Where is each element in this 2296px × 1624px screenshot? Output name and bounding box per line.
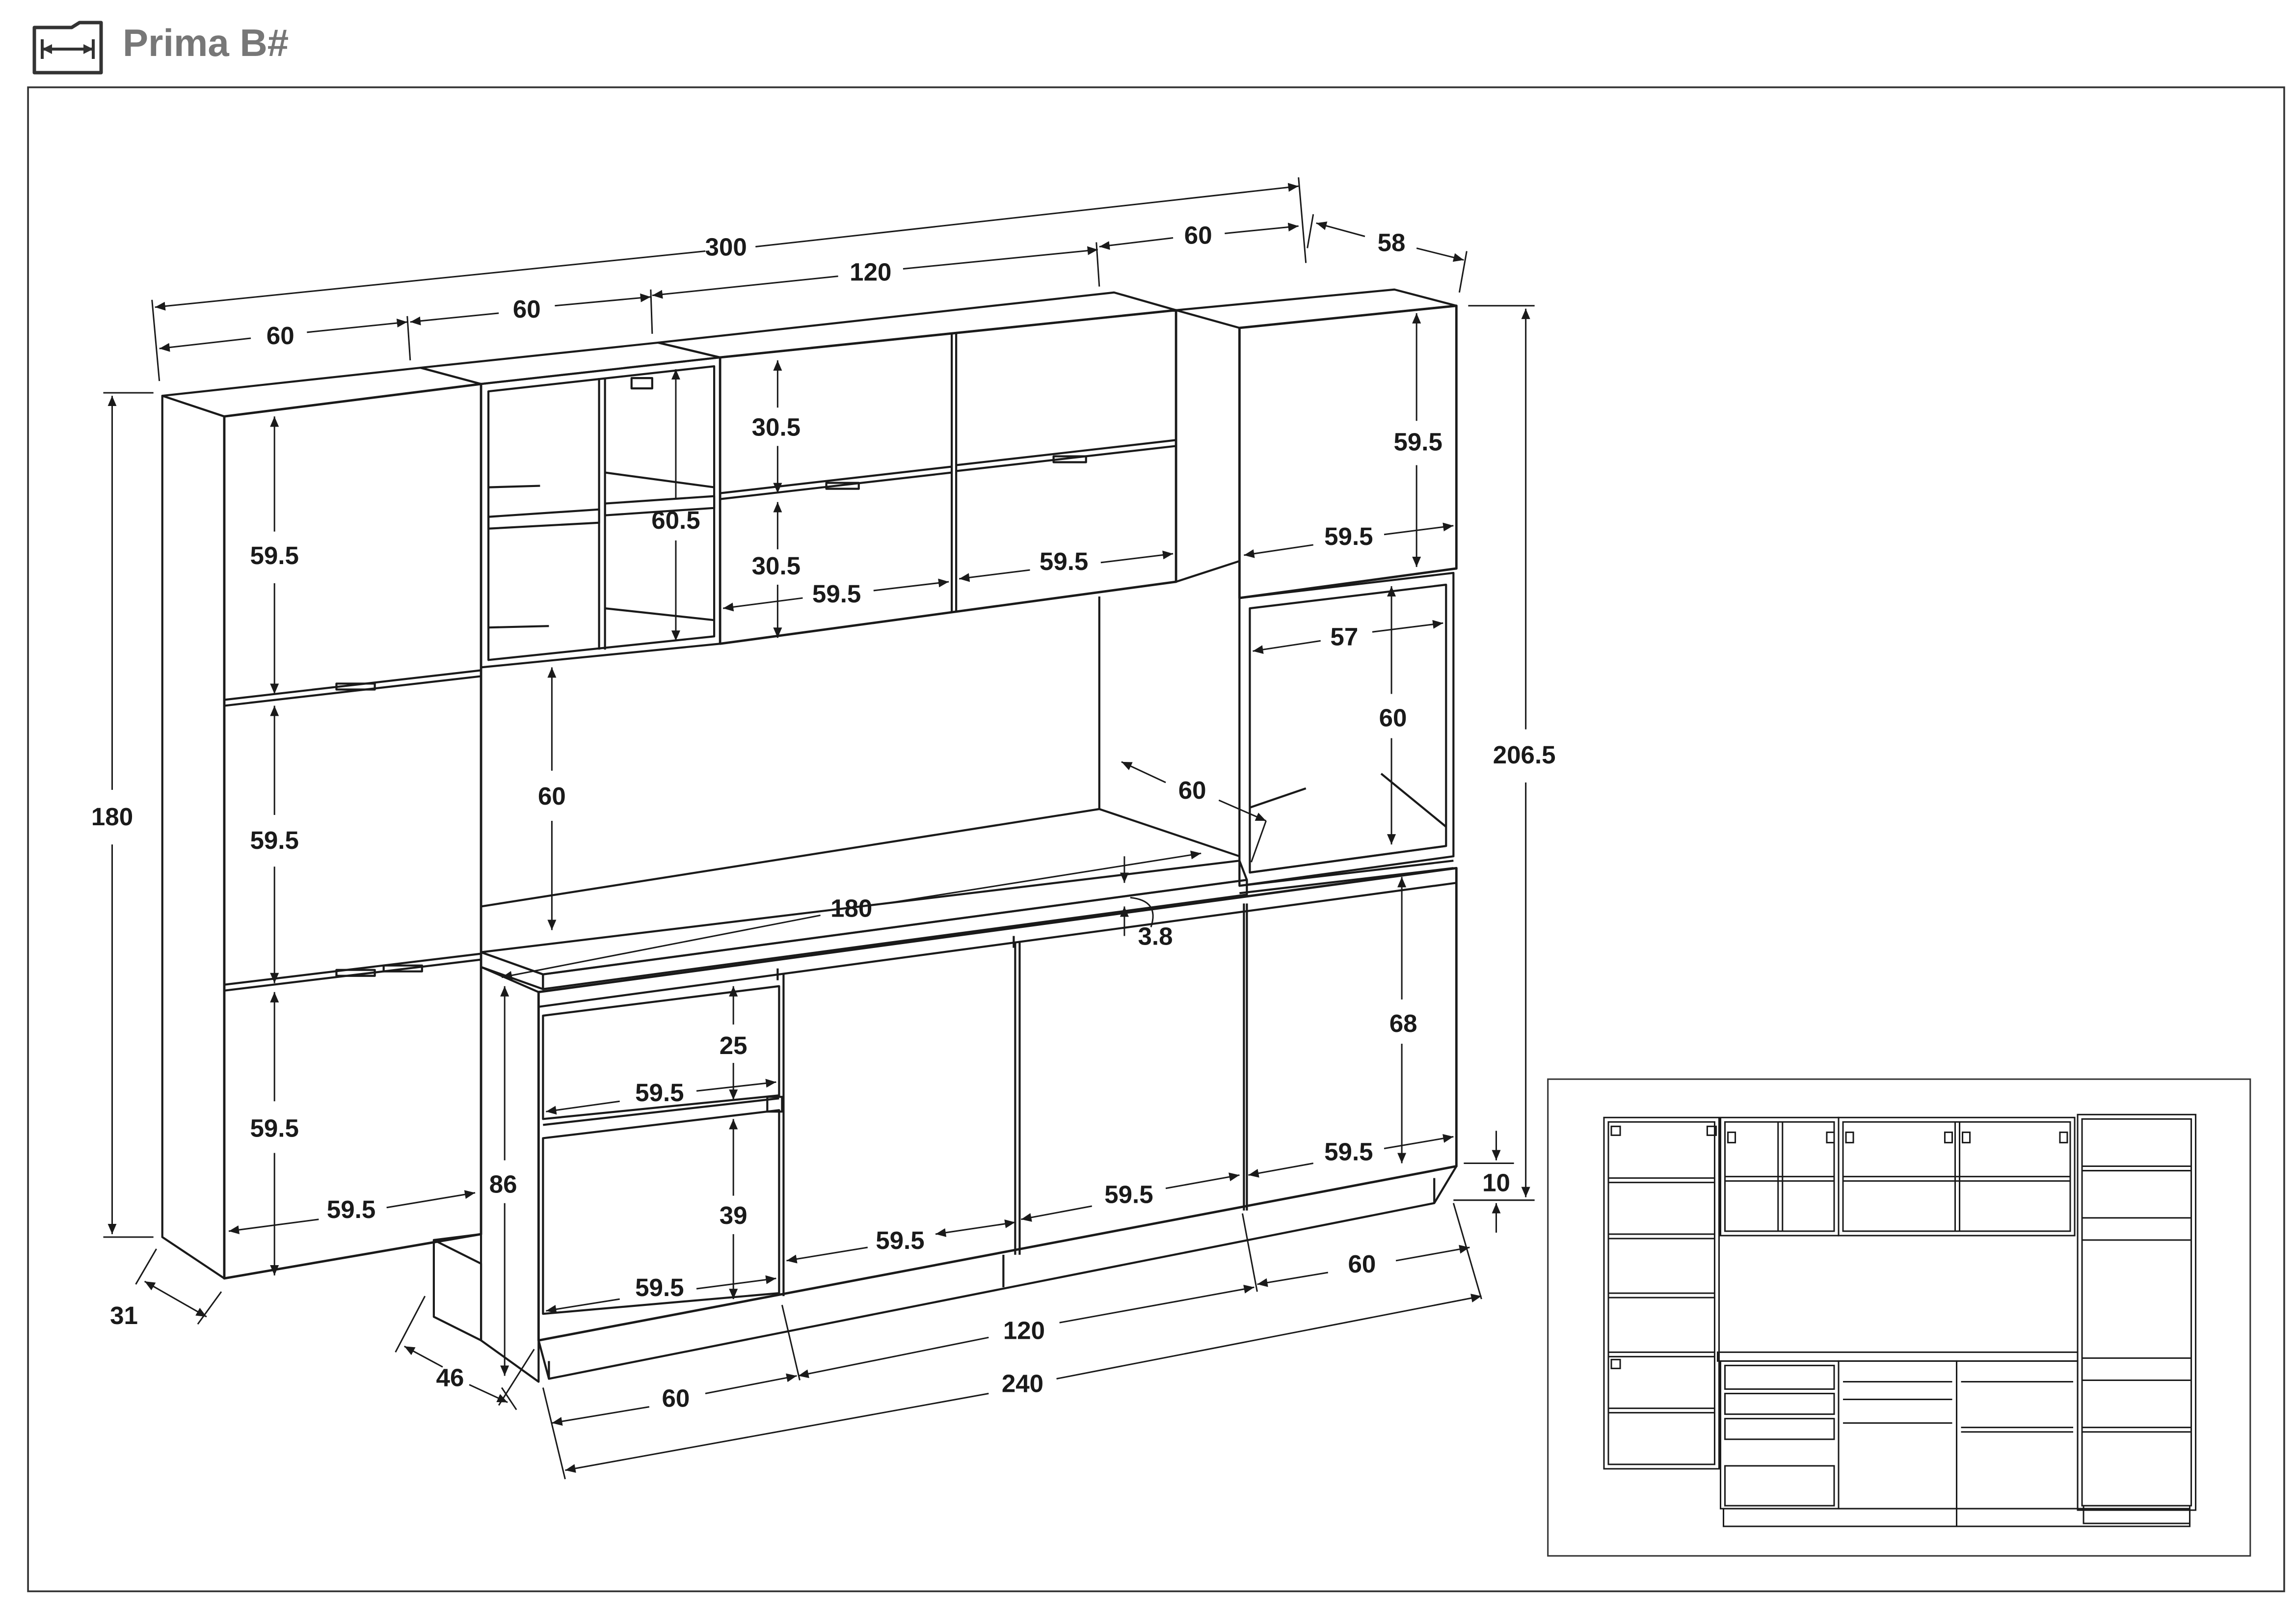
dim-flap-bottom-height: 30.5 <box>752 552 801 580</box>
dim-counter-depth: 60 <box>1178 776 1206 804</box>
dim-oven-width: 57 <box>1330 623 1358 650</box>
dim-tall-height: 180 <box>91 803 133 831</box>
front-elevation-thumbnail <box>1547 1078 2251 1557</box>
dim-total-height: 206.5 <box>1493 741 1556 769</box>
dim-flap-top-height: 30.5 <box>752 413 801 441</box>
dim-drawer-height: 25 <box>720 1031 748 1059</box>
dim-counter-length: 180 <box>830 894 872 922</box>
dim-tall-door-bot: 59.5 <box>250 1114 298 1142</box>
dim-bottom-240: 240 <box>1002 1370 1043 1398</box>
dimension-labels: 300 60 58 60 60 120 180 59.5 59.5 59.5 5… <box>91 221 1556 1412</box>
dim-top-60-right: 60 <box>1184 221 1212 249</box>
dim-top-60-mid: 60 <box>513 295 541 323</box>
dim-base-height: 86 <box>489 1170 517 1198</box>
dim-oven-top-door-width: 59.5 <box>1324 522 1373 550</box>
dim-top-120: 120 <box>850 258 891 286</box>
dim-top-60-left: 60 <box>267 322 294 350</box>
dim-depth-58: 58 <box>1378 229 1406 257</box>
page-title: Prima B# <box>123 21 289 64</box>
dim-base-door-1: 59.5 <box>876 1226 924 1254</box>
drawing-frame <box>27 86 2285 1593</box>
dim-right-base-height: 68 <box>1389 1009 1417 1037</box>
dim-base-depth: 46 <box>436 1363 464 1391</box>
dim-bottom-60-right: 60 <box>1348 1250 1376 1278</box>
dimension-arrow-icon <box>32 21 103 75</box>
dim-right-base-width: 59.5 <box>1324 1138 1373 1166</box>
dim-plinth: 10 <box>1482 1169 1510 1197</box>
dim-tall-door-mid: 59.5 <box>250 826 298 854</box>
dim-flap-width-left: 59.5 <box>812 580 861 608</box>
dim-tall-width: 59.5 <box>327 1195 375 1223</box>
dim-niche-height: 60.5 <box>651 506 700 534</box>
dim-drawer-width: 59.5 <box>635 1079 684 1107</box>
cabinet-linework <box>161 288 1458 1383</box>
dim-flap-width-right: 59.5 <box>1040 547 1088 575</box>
dim-lower-door-width: 59.5 <box>635 1273 684 1301</box>
dim-lower-door-height: 39 <box>720 1201 748 1229</box>
dim-base-door-2: 59.5 <box>1104 1181 1153 1209</box>
dim-tall-door-top: 59.5 <box>250 541 298 569</box>
dim-oven-height: 60 <box>1379 704 1407 732</box>
dimension-lines <box>103 177 1535 1480</box>
dim-oven-top-door-height: 59.5 <box>1393 428 1442 456</box>
dim-tall-depth: 31 <box>110 1301 138 1329</box>
dim-bottom-120: 120 <box>1003 1316 1045 1344</box>
dim-bottom-60-left: 60 <box>662 1384 690 1412</box>
dim-total-width: 300 <box>705 233 747 261</box>
dim-wall-gap: 60 <box>538 782 566 810</box>
dim-counter-thickness: 3.8 <box>1138 922 1173 950</box>
